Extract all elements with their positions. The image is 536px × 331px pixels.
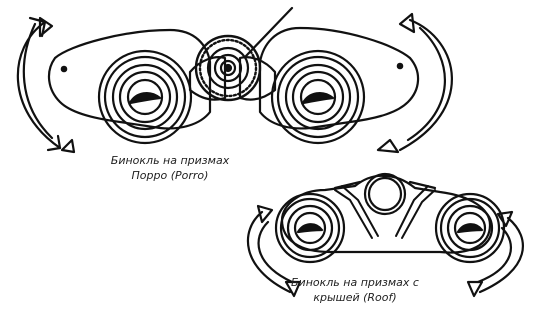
- porro-left-body: [47, 28, 212, 130]
- porro-pointer-line: [244, 6, 294, 58]
- porro-binoculars: [16, 6, 453, 154]
- porro-left-screw: [60, 65, 68, 73]
- roof-left-eyepiece: [274, 192, 346, 264]
- roof-caption: Бинокль на призмах с крышей (Roof): [255, 275, 455, 305]
- porro-right-rotation-arrow: [376, 12, 453, 154]
- roof-right-rotation-arrow: [466, 210, 524, 298]
- porro-left-rotation-arrow: [16, 16, 76, 154]
- porro-caption-line1: Бинокль на призмах: [110, 154, 230, 167]
- porro-caption: Бинокль на призмах Порро (Porro): [80, 153, 260, 183]
- roof-hinge-bar: [333, 180, 437, 190]
- roof-left-rotation-arrow: [246, 204, 302, 298]
- roof-binoculars: [246, 172, 524, 298]
- porro-right-eyepiece: [270, 49, 366, 145]
- roof-body: [280, 174, 492, 254]
- roof-right-strap: [395, 185, 436, 239]
- porro-caption-line2: Порро (Porro): [131, 169, 209, 182]
- porro-left-eyepiece: [97, 49, 193, 145]
- roof-caption-line1: Бинокль на призмах с: [291, 276, 419, 289]
- porro-right-screw: [396, 62, 404, 70]
- porro-focus-wheel: [194, 34, 262, 102]
- roof-caption-line2: крышей (Roof): [313, 291, 397, 304]
- porro-right-body: [258, 26, 420, 130]
- roof-focus-knob: [363, 172, 407, 216]
- roof-left-strap: [334, 185, 379, 239]
- roof-right-eyepiece: [434, 192, 506, 264]
